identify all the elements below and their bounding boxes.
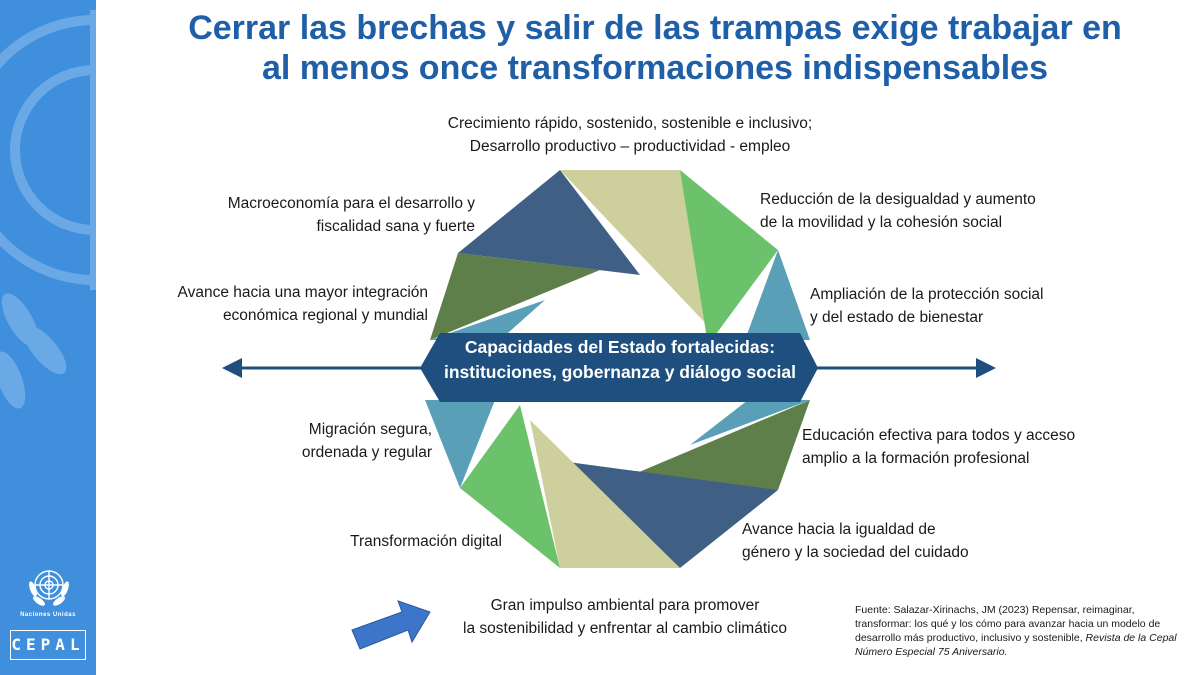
segment-top-dark-blue [458,170,640,275]
label-top-right: Reducción de la desigualdad y aumento de… [760,191,1036,231]
label-left-lower: Migración segura, ordenada y regular [301,421,432,461]
label-left-upper: Avance hacia una mayor integración econó… [177,284,428,324]
segment-right-teal-lower [690,400,810,445]
source-note: Fuente: Salazar-Xirinachs, JM (2023) Rep… [855,604,1177,658]
axis-arrow-right-icon [976,358,996,378]
segment-right-lower-dark-green [632,400,810,490]
page-title: Cerrar las brechas y salir de las trampa… [110,8,1200,88]
un-emblem-watermark-icon [0,10,96,409]
un-logo-icon [29,570,69,606]
center-banner-text: Capacidades del Estado fortalecidas: ins… [425,335,815,385]
label-top-left: Macroeconomía para el desarrollo y fisca… [227,195,475,235]
axis-arrow-left-icon [222,358,242,378]
segment-bottom-left-green [460,405,560,568]
segment-bottom-beige [530,420,680,568]
title-line-1: Cerrar las brechas y salir de las trampa… [188,9,1122,47]
un-label: Naciones Unidas [20,612,76,618]
center-line-1: Capacidades del Estado fortalecidas: [464,337,776,357]
center-banner [420,333,818,402]
segment-left-lower-teal [425,400,495,488]
cepal-logo: CEPAL [10,630,86,660]
segment-bottom-right-dark-blue [568,462,778,568]
center-line-2: instituciones, gobernanza y diálogo soci… [443,362,796,382]
label-right-upper: Ampliación de la protección social y del… [810,286,1044,326]
sidebar: Naciones Unidas CEPAL [0,0,96,675]
title-line-2: al menos once transformaciones indispens… [261,49,1049,87]
segment-left-upper-dark-green [430,253,600,340]
label-bottom-left: Transformación digital [350,533,502,550]
label-bottom: Gran impulso ambiental para promover la … [463,597,787,637]
segment-right-teal [745,250,810,340]
ring [425,170,810,568]
segment-top-beige [560,170,712,330]
segment-left-upper-teal [430,300,545,340]
label-bottom-right: Avance hacia la igualdad de género y la … [742,521,969,561]
segment-right-upper-green [680,170,778,345]
label-top: Crecimiento rápido, sostenido, sostenibl… [447,115,813,155]
pointer-arrow-icon [351,600,431,650]
label-right-lower: Educación efectiva para todos y acceso a… [802,427,1076,467]
